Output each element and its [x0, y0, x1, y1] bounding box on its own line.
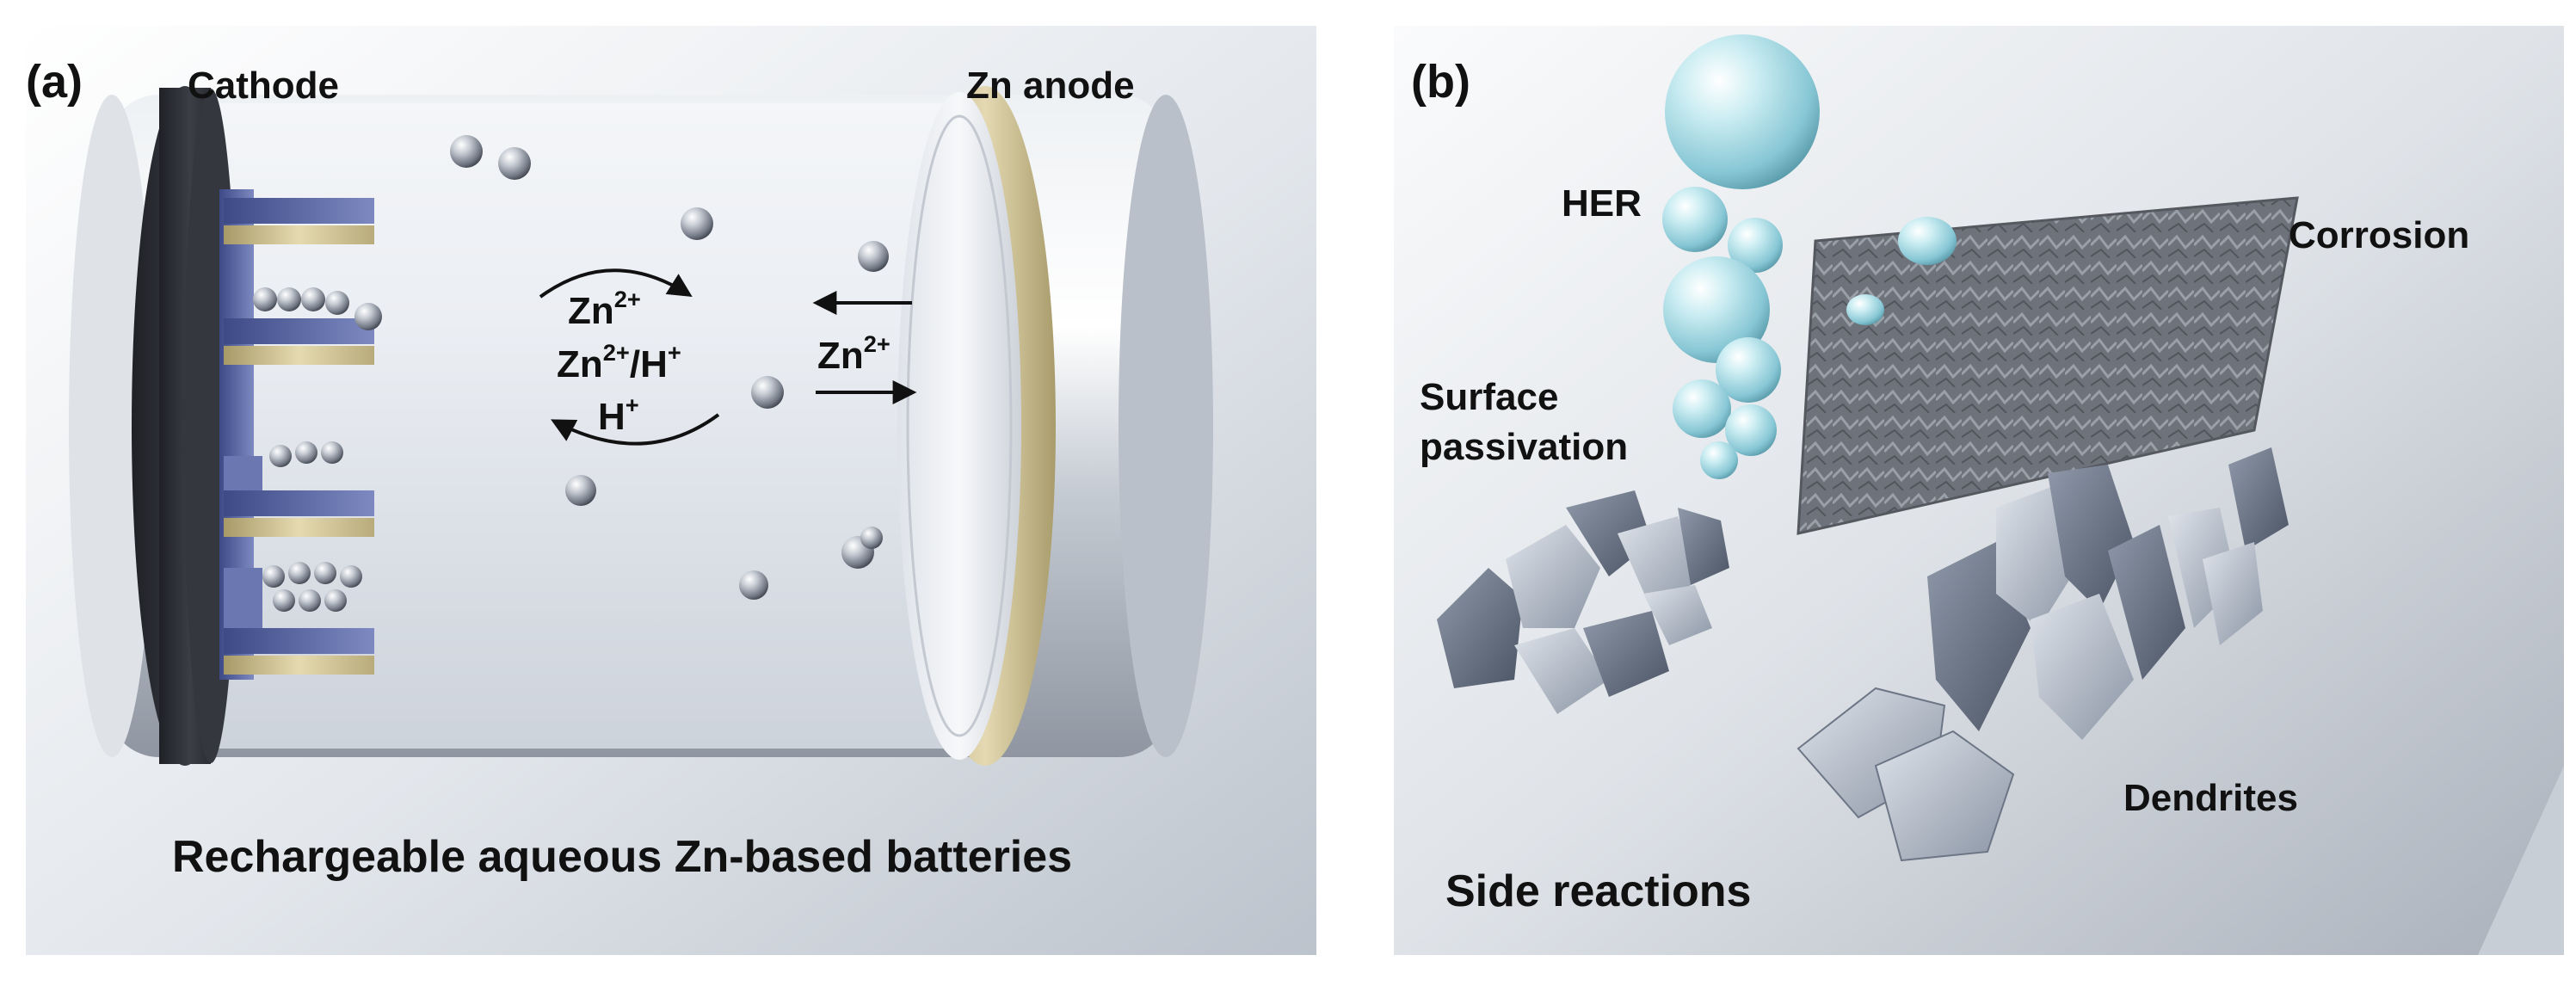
cathode-layer — [224, 318, 374, 344]
her-bubbles — [1662, 34, 1820, 479]
ion-label-zn2-top: Zn2+ — [568, 285, 641, 332]
side-reactions-illustration — [1394, 26, 2564, 955]
foil-droplet — [1898, 217, 1957, 265]
cell-left-end — [69, 95, 155, 757]
cathode-layer-block — [224, 456, 262, 490]
passivation-label-line2: passivation — [1420, 426, 1629, 468]
cathode-layer-gold — [224, 518, 374, 537]
arrow-curved-top — [539, 268, 693, 299]
corroded-zn-foil — [1796, 196, 2299, 535]
cathode-layer — [224, 490, 374, 516]
panel-b-caption: Side reactions — [1445, 866, 1752, 916]
panel-a-letter: (a) — [26, 56, 83, 108]
passivation-label-line1: Surface — [1420, 376, 1559, 418]
dendrites-label: Dendrites — [2123, 777, 2298, 819]
panel-a-battery-schematic: (a) Cathode Zn anode Zn2+ Zn2+/H+ H+ Zn2… — [26, 26, 1316, 955]
cathode-layered-host — [219, 189, 374, 680]
cathode-layer — [224, 628, 374, 654]
her-label: HER — [1562, 182, 1642, 225]
cathode-label: Cathode — [188, 65, 339, 107]
zn-anode-texture — [906, 114, 1013, 737]
passivation-crystals — [1437, 490, 1729, 714]
foil-droplet — [1846, 294, 1884, 325]
intercalated-ions — [253, 287, 382, 612]
ion-label-zn2-right: Zn2+ — [817, 330, 891, 377]
ion-label-h: H+ — [598, 391, 639, 438]
zn-anode-label: Zn anode — [966, 65, 1135, 107]
battery-illustration — [26, 26, 1316, 955]
cell-end-cap — [1119, 95, 1213, 757]
arrow-curved-bottom — [551, 413, 720, 446]
cathode-layer — [224, 198, 374, 224]
zn-anode-face — [897, 92, 1021, 760]
cathode-layer-gold — [224, 225, 374, 244]
cathode-layer-gold — [224, 656, 374, 675]
panel-a-caption: Rechargeable aqueous Zn-based batteries — [172, 832, 1073, 882]
ion-label-zn2-h: Zn2+/H+ — [557, 338, 681, 385]
corrosion-label: Corrosion — [2289, 214, 2470, 256]
panel-b-letter: (b) — [1411, 56, 1470, 108]
panel-b-side-reactions: (b) HER Corrosion Surface passivation De… — [1394, 26, 2564, 955]
cathode-layer-block — [224, 568, 262, 628]
panel-b-edge — [2478, 766, 2564, 955]
dendrite-plates — [1796, 447, 2289, 862]
cathode-layer-gold — [224, 346, 374, 365]
